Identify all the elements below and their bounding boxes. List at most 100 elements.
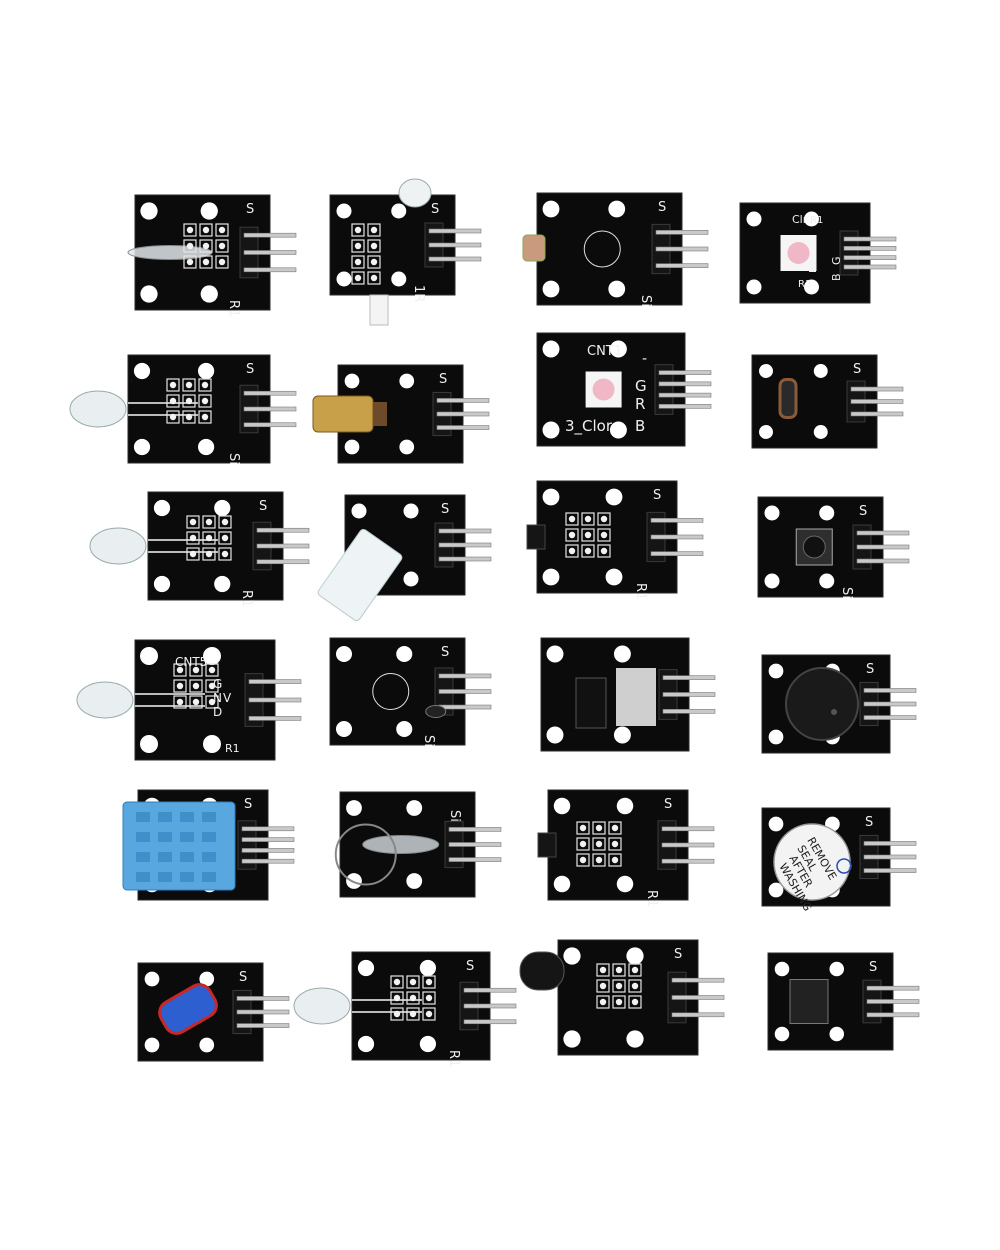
laser-cap bbox=[373, 402, 387, 426]
pin bbox=[843, 246, 897, 251]
led-lens bbox=[69, 390, 127, 428]
solder-pad bbox=[183, 223, 197, 237]
solder-pad bbox=[199, 255, 213, 269]
sensor-module-ir-emitter: SR1 bbox=[293, 951, 517, 1067]
pin bbox=[856, 544, 910, 550]
mounting-hole bbox=[140, 647, 158, 665]
solder-point bbox=[218, 226, 226, 234]
solder-pad bbox=[173, 663, 187, 677]
solder-point bbox=[611, 856, 619, 864]
solder-point bbox=[185, 381, 193, 389]
solder-point bbox=[595, 824, 603, 832]
sensor-module-passive-buzzer: S bbox=[761, 654, 917, 754]
button-cap bbox=[802, 535, 826, 559]
silkscreen-label: R1 bbox=[644, 890, 659, 907]
silkscreen-label: S bbox=[246, 362, 254, 377]
pin bbox=[243, 267, 297, 273]
mounting-hole bbox=[804, 279, 819, 295]
mounting-hole bbox=[616, 797, 634, 815]
mounting-hole bbox=[346, 873, 362, 889]
solder-point bbox=[579, 824, 587, 832]
solder-point bbox=[600, 531, 608, 539]
solder-point bbox=[354, 258, 362, 266]
solder-point bbox=[370, 258, 378, 266]
solder-pad bbox=[186, 515, 200, 529]
mounting-hole bbox=[203, 735, 221, 753]
mounting-hole bbox=[351, 503, 367, 519]
pin bbox=[658, 370, 712, 375]
mounting-hole bbox=[399, 439, 415, 455]
silkscreen-label: CNT5 bbox=[175, 655, 207, 669]
mounting-hole bbox=[609, 340, 627, 358]
mounting-hole bbox=[542, 280, 560, 298]
pin bbox=[448, 842, 502, 847]
solder-pad bbox=[351, 255, 365, 269]
solder-point bbox=[611, 824, 619, 832]
solder-point bbox=[221, 534, 229, 542]
sensor-module-reed-switch: Si bbox=[334, 791, 502, 898]
silkscreen-label: S bbox=[439, 372, 447, 387]
solder-point bbox=[631, 982, 639, 990]
grille-slot bbox=[180, 852, 194, 862]
mounting-hole bbox=[335, 645, 353, 663]
sensor-module-ir-led-pair: S1R bbox=[329, 178, 482, 326]
pin bbox=[661, 858, 715, 864]
silkscreen-label: S bbox=[658, 200, 666, 215]
pin bbox=[850, 386, 904, 392]
solder-point bbox=[186, 258, 194, 266]
sensor-module-hall-sensor: SR1 bbox=[526, 480, 704, 600]
solder-point bbox=[202, 242, 210, 250]
solder-point bbox=[192, 682, 200, 690]
mounting-hole bbox=[403, 571, 419, 587]
mounting-hole bbox=[391, 203, 407, 219]
slot-window bbox=[616, 668, 656, 726]
solder-point bbox=[584, 531, 592, 539]
mounting-hole bbox=[542, 488, 560, 506]
solder-point bbox=[599, 966, 607, 974]
mounting-hole bbox=[133, 362, 151, 380]
pin bbox=[428, 242, 482, 248]
pin bbox=[671, 977, 725, 983]
sensor-module-two-color-led: SR1 bbox=[89, 491, 310, 607]
pin bbox=[463, 987, 517, 993]
solder-pad bbox=[189, 695, 203, 709]
grille-slot bbox=[180, 832, 194, 842]
solder-pad bbox=[581, 512, 595, 526]
grille-slot bbox=[158, 872, 172, 882]
silkscreen-label: S bbox=[466, 959, 474, 974]
dht11-housing bbox=[122, 801, 236, 891]
silkscreen-label: S bbox=[239, 970, 247, 985]
led-lens bbox=[89, 527, 147, 565]
led-lens bbox=[592, 378, 615, 401]
lead-loop bbox=[334, 823, 397, 886]
solder-pad bbox=[215, 255, 229, 269]
solder-pad bbox=[422, 975, 436, 989]
mounting-hole bbox=[153, 499, 171, 517]
pin bbox=[241, 826, 295, 832]
pin bbox=[650, 534, 704, 540]
silkscreen-label: S bbox=[865, 815, 873, 830]
pin bbox=[256, 527, 310, 533]
solder-point bbox=[611, 840, 619, 848]
mounting-hole bbox=[419, 1035, 436, 1053]
mounting-hole bbox=[391, 271, 407, 287]
solder-point bbox=[409, 994, 417, 1002]
silkscreen-label: 3_Clor bbox=[565, 417, 613, 436]
solder-pad bbox=[367, 271, 381, 285]
pin bbox=[428, 228, 482, 234]
mounting-hole bbox=[613, 726, 631, 744]
mounting-hole bbox=[768, 663, 784, 679]
pin bbox=[241, 837, 295, 842]
laser-brass bbox=[312, 395, 374, 433]
solder-point bbox=[370, 274, 378, 282]
mounting-hole bbox=[759, 425, 773, 439]
grille-slot bbox=[202, 812, 216, 822]
solder-point bbox=[370, 242, 378, 250]
mounting-hole bbox=[203, 647, 221, 665]
pin bbox=[843, 264, 897, 270]
pin bbox=[256, 543, 310, 549]
solder-pad bbox=[205, 679, 219, 693]
solder-point bbox=[201, 413, 209, 421]
pin bbox=[850, 411, 904, 417]
